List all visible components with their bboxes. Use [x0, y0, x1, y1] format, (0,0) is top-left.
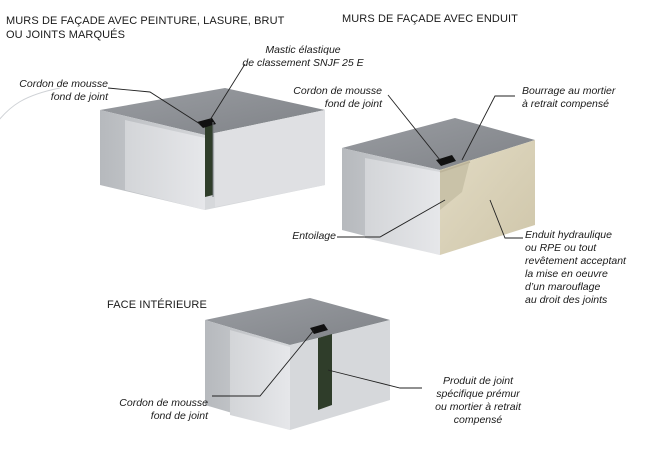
leader-joint-product [327, 369, 422, 389]
block-interior-face [205, 298, 390, 430]
block3-band [230, 330, 290, 430]
block3-right-face [290, 320, 390, 430]
leader-render [489, 199, 523, 239]
block2-band [365, 158, 440, 255]
leader-foam-cord-2 [387, 94, 441, 161]
block2-mortar-fill [440, 160, 470, 210]
label-mesh: Entoilage [292, 230, 336, 242]
block1-right-band [215, 110, 325, 207]
leader-mortar-fill [461, 95, 515, 161]
label-foam-cord-1: Cordon de mousse fond de joint [19, 78, 108, 103]
block1-foam-cord [197, 118, 216, 128]
block1-top-face [100, 88, 325, 135]
block2-mesh [439, 161, 471, 173]
block3-joint-product [318, 334, 332, 410]
block-render-facade [342, 118, 535, 255]
block-painted-facade [100, 88, 325, 210]
block3-top-face [205, 298, 390, 345]
heading-exterior-render: MURS DE FAÇADE AVEC ENDUIT [342, 13, 518, 25]
block1-band [125, 120, 205, 210]
heading-interior: FACE INTÉRIEURE [107, 299, 207, 311]
leader-foam-cord-3 [212, 329, 315, 397]
label-mastic: Mastic élastique de classement SNJF 25 E [242, 44, 364, 69]
label-foam-cord-2: Cordon de mousse fond de joint [293, 85, 382, 110]
decorative-arc [0, 87, 61, 120]
leader-foam-cord-1 [107, 87, 201, 125]
label-foam-cord-3: Cordon de mousse fond de joint [119, 397, 208, 422]
block2-foam-cord [436, 155, 456, 166]
label-render: Enduit hydraulique ou RPE ou tout revête… [525, 229, 626, 306]
block1-joint-sealant [205, 123, 213, 197]
block2-top-face [342, 118, 535, 170]
label-joint-product: Produit de joint spécifique prémur ou mo… [435, 375, 521, 426]
leader-mastic [209, 63, 246, 121]
heading-exterior-painted: MURS DE FAÇADE AVEC PEINTURE, LASURE, BR… [6, 15, 285, 41]
leader-mesh [337, 199, 446, 238]
block3-foam-cord [310, 324, 328, 334]
label-mortar-fill: Bourrage au mortier à retrait compensé [522, 85, 616, 110]
leader-lines [107, 63, 523, 397]
